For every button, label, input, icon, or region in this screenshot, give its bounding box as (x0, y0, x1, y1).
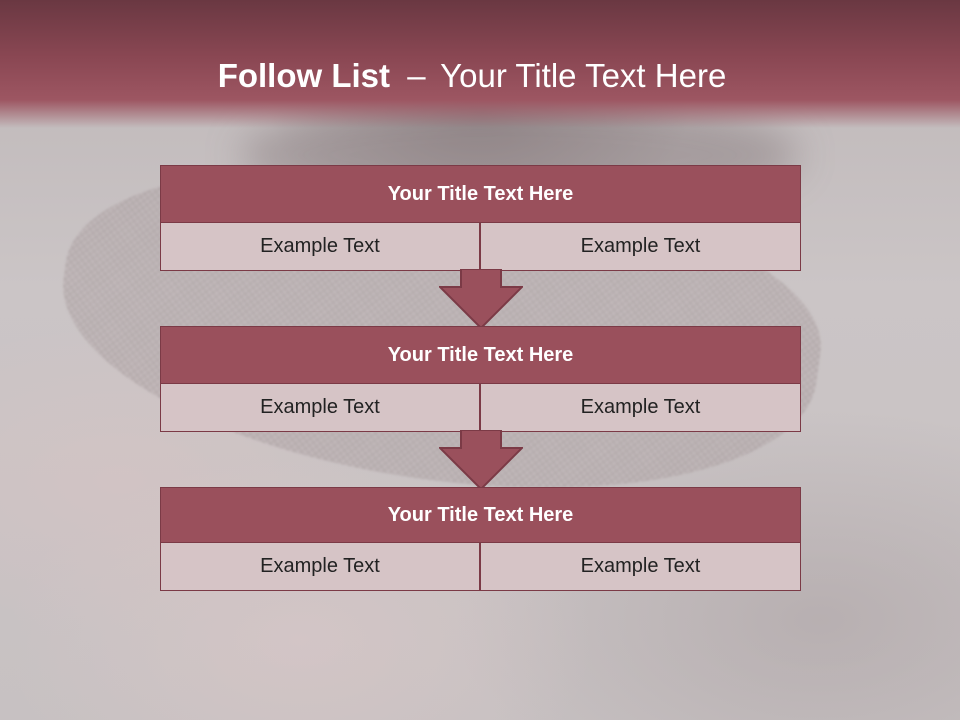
slide-title: Follow List – Your Title Text Here (0, 54, 944, 98)
flow-block-left-text: Example Text (160, 383, 480, 432)
flow-block-title: Your Title Text Here (160, 326, 801, 384)
header-band (0, 0, 960, 128)
slide-title-bold: Follow List (217, 57, 391, 94)
slide-title-rest: Your Title Text Here (440, 57, 727, 94)
flow-block-title: Your Title Text Here (160, 487, 801, 543)
flow-block-title: Your Title Text Here (160, 165, 801, 223)
flow-block-right-text: Example Text (480, 222, 801, 271)
flow-block-right-text: Example Text (480, 383, 801, 432)
down-arrow-icon (439, 430, 523, 490)
down-arrow-icon (439, 269, 523, 329)
slide-title-dash: – (407, 57, 426, 94)
flow-block-left-text: Example Text (160, 542, 480, 591)
flow-block-left-text: Example Text (160, 222, 480, 271)
flow-block-right-text: Example Text (480, 542, 801, 591)
